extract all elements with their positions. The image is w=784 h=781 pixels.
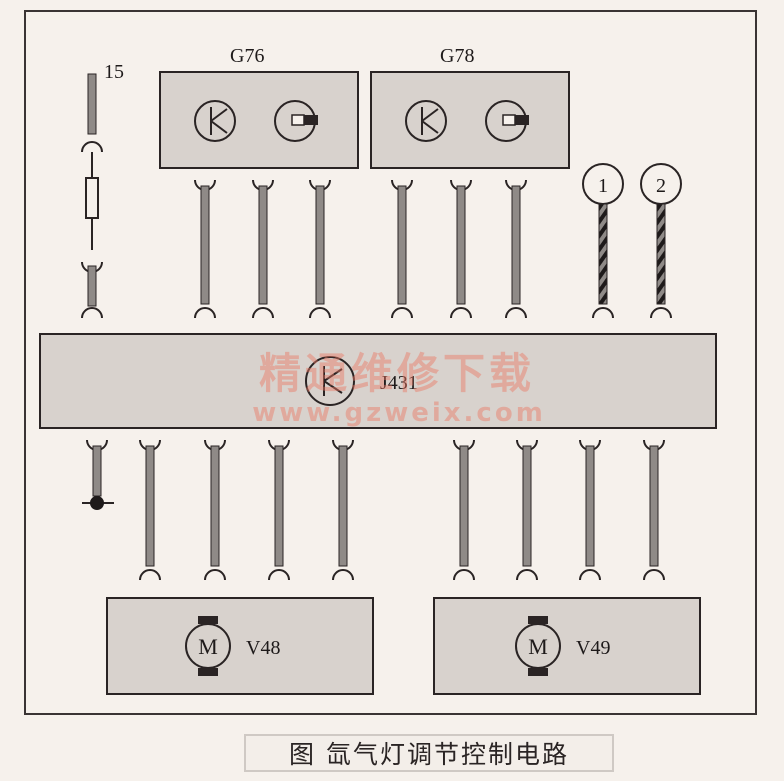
wire-cup-bottom — [579, 569, 601, 581]
wire-cup-bottom — [204, 569, 226, 581]
motor-v49-symbol: M — [528, 634, 548, 659]
wire-cup-bottom — [332, 569, 354, 581]
motor-v48 — [106, 597, 374, 695]
sensor-g76-label: G76 — [230, 45, 264, 67]
terminal-15-wire — [81, 73, 103, 319]
figure-caption: 图 氙气灯调节控制电路 — [244, 734, 614, 772]
connector-wire-1 — [598, 203, 608, 305]
motor-v48-symbol: M — [198, 634, 218, 659]
control-unit-j431 — [39, 333, 717, 429]
diagram-frame — [24, 10, 757, 715]
lower-wires — [86, 439, 665, 581]
wire-cup-bottom — [268, 569, 290, 581]
sensor-g78 — [370, 71, 570, 169]
wire-cup-bottom — [252, 307, 274, 319]
wire-cup-bottom — [516, 569, 538, 581]
lower-wire-1 — [145, 445, 155, 567]
transistor-icon — [305, 356, 355, 406]
wire-cup-bottom — [592, 307, 614, 319]
upper-wires — [194, 179, 672, 319]
wire-cup-bottom — [450, 307, 472, 319]
upper-wire-6 — [511, 185, 521, 305]
motor-v49-label: V49 — [576, 637, 610, 659]
watermark-url: www.gzweix.com — [252, 398, 546, 428]
wire-cup-bottom — [505, 307, 527, 319]
wire-cup-bottom — [650, 307, 672, 319]
connector-wire-2 — [656, 203, 666, 305]
lower-wire-8 — [649, 445, 659, 567]
wire-cup-bottom — [643, 569, 665, 581]
upper-wire-1 — [200, 185, 210, 305]
sensor-g76 — [159, 71, 359, 169]
upper-wire-5 — [456, 185, 466, 305]
wire-cup-bottom — [194, 307, 216, 319]
terminal-15-label: 15 — [104, 61, 124, 83]
wire-cup-bottom — [139, 569, 161, 581]
upper-wire-2 — [258, 185, 268, 305]
upper-wire-4 — [397, 185, 407, 305]
fuse-symbol — [85, 177, 99, 219]
lower-wire-2 — [210, 445, 220, 567]
sensor-g78-label: G78 — [440, 45, 474, 67]
control-unit-label: J431 — [380, 372, 418, 394]
motor-v49 — [433, 597, 701, 695]
upper-wire-3 — [315, 185, 325, 305]
lower-wire-7 — [585, 445, 595, 567]
wire-cup-bottom — [453, 569, 475, 581]
ground-symbol — [82, 496, 114, 510]
wire-cup-bottom — [309, 307, 331, 319]
motor-v48-label: V48 — [246, 637, 280, 659]
ground-wire — [92, 445, 102, 497]
lower-wire-4 — [338, 445, 348, 567]
motor-icon — [515, 623, 561, 669]
connector-1-label: 1 — [598, 175, 608, 197]
motor-icon — [185, 623, 231, 669]
watermark-text: 精通维修下载 — [258, 349, 535, 398]
lower-wire-5 — [459, 445, 469, 567]
connector-2-label: 2 — [656, 175, 666, 197]
transistor-icon — [194, 100, 236, 142]
transistor-icon — [405, 100, 447, 142]
wire-cup-bottom — [391, 307, 413, 319]
lower-wire-3 — [274, 445, 284, 567]
lower-wire-6 — [522, 445, 532, 567]
